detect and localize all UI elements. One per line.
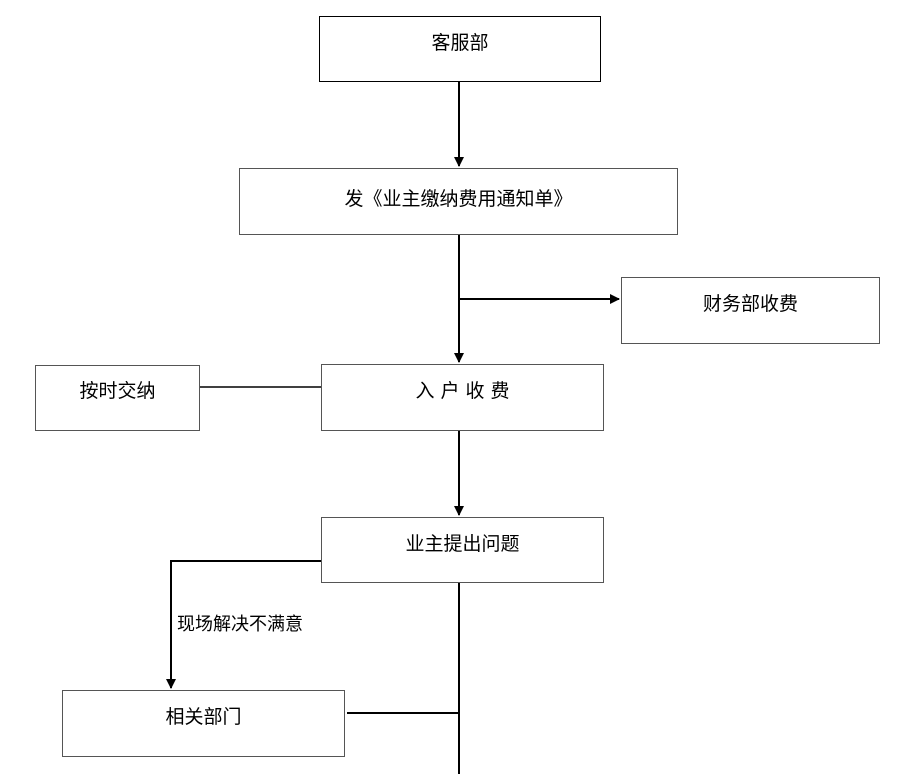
node-finance-label: 财务部收费 xyxy=(702,293,798,315)
node-owner-questions: 业主提出问题 xyxy=(321,517,604,583)
arrow-questions-to-related-dept xyxy=(166,560,321,689)
node-send-notice: 发《业主缴纳费用通知单》 xyxy=(239,168,678,235)
node-customer-service-label: 客服部 xyxy=(431,32,489,54)
node-owner-questions-label: 业主提出问题 xyxy=(405,533,520,555)
node-customer-service: 客服部 xyxy=(319,16,601,82)
edge-label-unsatisfied: 现场解决不满意 xyxy=(177,614,303,635)
node-door-to-door-collection-label: 入 户 收 费 xyxy=(415,380,510,402)
node-door-to-door-collection: 入 户 收 费 xyxy=(321,364,604,431)
node-pay-on-time: 按时交纳 xyxy=(35,365,200,431)
node-pay-on-time-label: 按时交纳 xyxy=(79,380,156,402)
node-send-notice-label: 发《业主缴纳费用通知单》 xyxy=(344,188,573,210)
node-related-dept: 相关部门 xyxy=(62,690,345,757)
node-related-dept-label: 相关部门 xyxy=(165,706,242,728)
node-finance: 财务部收费 xyxy=(621,277,880,344)
